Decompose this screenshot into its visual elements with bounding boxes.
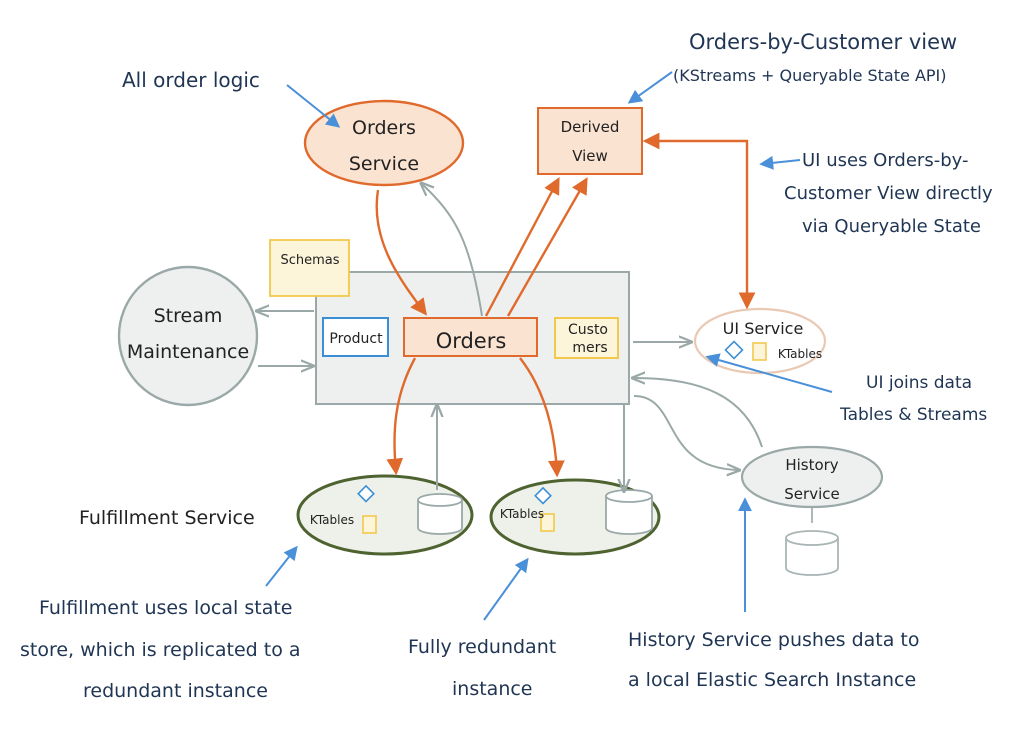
derived-view-label-1: Derived <box>561 118 620 136</box>
redundant-db-icon <box>605 489 653 535</box>
note-fully-redundant-2: instance <box>452 678 533 700</box>
orders-service-label-1: Orders <box>352 117 416 139</box>
stream-maintenance-node <box>117 265 259 407</box>
schemas-label: Schemas <box>280 253 339 268</box>
arrow-note-ui-uses <box>759 155 801 170</box>
customers-label-2: mers <box>572 340 607 356</box>
fulfillment-stream-icon <box>362 515 377 534</box>
note-ui-uses-1: UI uses Orders-by- <box>802 150 968 171</box>
note-ui-joins-1: UI joins data <box>866 373 972 393</box>
arrow-note-redundant <box>483 557 529 621</box>
note-fully-redundant-1: Fully redundant <box>408 636 556 658</box>
arrow-note-obc-view <box>627 71 673 104</box>
arrow-history-to-cluster <box>634 378 763 448</box>
orders-service-node <box>303 99 465 187</box>
arrow-cluster-to-history <box>633 395 738 470</box>
history-service-label-1: History <box>785 456 838 474</box>
arrow-orders-to-redundant <box>519 357 565 478</box>
arrow-note-ui-joins <box>705 353 833 393</box>
arrow-orders-to-derived-2 <box>506 177 588 317</box>
stream-maintenance-label-1: Stream <box>154 305 223 327</box>
arrow-derived-to-ui <box>642 132 756 310</box>
stream-maintenance-label-2: Maintenance <box>127 341 249 363</box>
schemas-box <box>269 239 350 297</box>
arrow-note-fulfillment <box>265 545 298 587</box>
fulfillment-db-icon <box>417 493 463 535</box>
arrow-orders-to-orders-service <box>422 184 483 317</box>
arrow-orders-service-to-orders <box>375 189 428 316</box>
product-label: Product <box>329 331 383 347</box>
derived-view-node <box>537 107 643 175</box>
fulfillment-table-icon <box>357 484 375 503</box>
customers-label-1: Custo <box>568 322 608 338</box>
annotation-arrows <box>265 71 833 621</box>
note-all-order-logic: All order logic <box>122 68 260 92</box>
gray-arrows <box>258 184 763 490</box>
redundant-ktables-label: KTables <box>500 507 544 521</box>
note-obc-view-title: Orders-by-Customer view <box>689 30 957 54</box>
fulfillment-service-label: Fulfillment Service <box>79 507 255 529</box>
product-topic <box>322 317 389 357</box>
note-fulfillment-1: Fulfillment uses local state <box>39 597 292 619</box>
history-service-label-2: Service <box>784 485 839 503</box>
note-ui-joins-2: Tables & Streams <box>839 405 987 425</box>
note-ui-uses-2: Customer View directly <box>784 183 993 204</box>
arrow-orders-to-fulfillment <box>386 357 417 476</box>
orders-topic-label: Orders <box>436 329 507 353</box>
fulfillment-ktables-label: KTables <box>310 513 354 527</box>
orders-topic <box>403 317 538 357</box>
customers-topic <box>554 317 619 359</box>
arrow-orders-to-derived-1 <box>484 177 560 317</box>
note-obc-view-sub: (KStreams + Queryable State API) <box>673 66 947 85</box>
redundant-table-icon <box>534 486 552 505</box>
derived-view-label-2: View <box>572 147 608 165</box>
ui-service-label: UI Service <box>723 319 804 338</box>
note-history-1: History Service pushes data to <box>628 629 919 651</box>
arrow-note-order-logic <box>286 84 341 128</box>
elastic-db-icon <box>785 530 839 576</box>
note-history-2: a local Elastic Search Instance <box>628 669 916 691</box>
orders-service-label-2: Service <box>349 153 419 175</box>
note-fulfillment-2: store, which is replicated to a <box>20 639 301 661</box>
ui-ktables-label: KTables <box>778 347 822 361</box>
redundant-stream-icon <box>540 513 555 532</box>
ui-stream-icon <box>752 342 767 361</box>
ui-table-icon <box>724 340 744 360</box>
ui-service-node <box>693 307 827 375</box>
note-ui-uses-3: via Queryable State <box>802 216 981 237</box>
note-fulfillment-3: redundant instance <box>83 680 268 702</box>
orange-arrows <box>375 132 756 478</box>
